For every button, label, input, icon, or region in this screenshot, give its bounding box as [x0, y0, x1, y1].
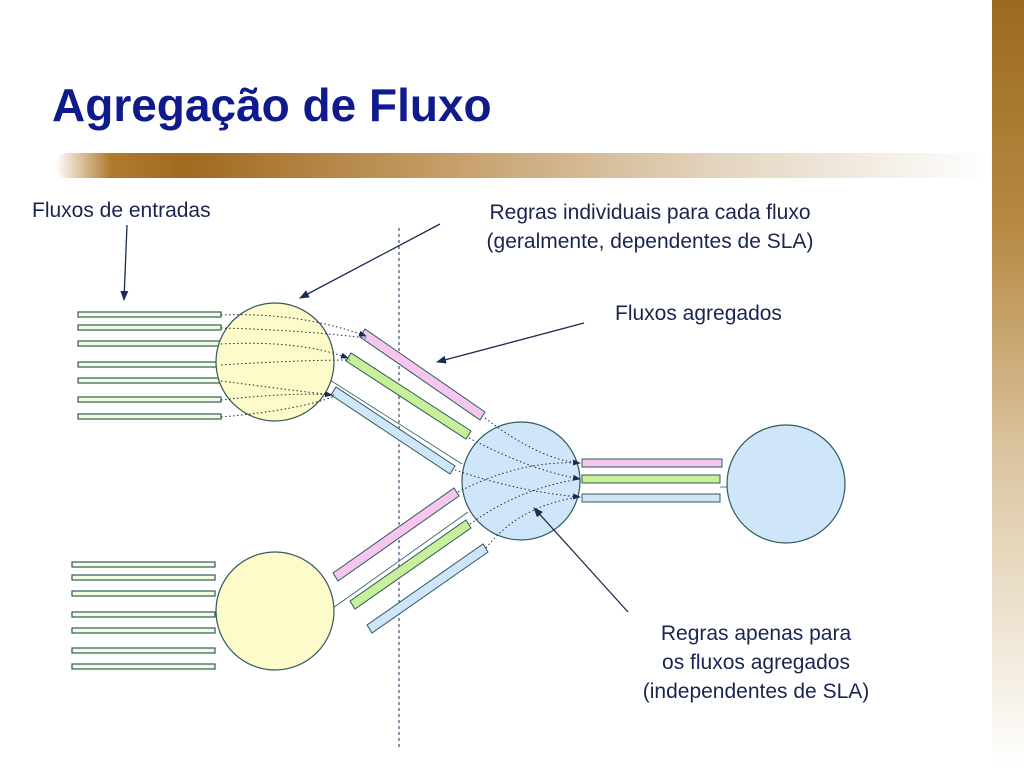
arrow-to-aggregate-rules — [533, 507, 629, 613]
aggregated-flows-bottom — [332, 487, 489, 634]
flow-connector — [332, 511, 469, 609]
flow-path — [485, 496, 581, 549]
arrow-to-individual-rules — [299, 223, 441, 299]
input-flow-bar — [71, 574, 216, 581]
input-flows-top — [77, 311, 222, 420]
individual-rules-line: (geralmente, dependentes de SLA) — [486, 230, 814, 253]
slide-title: Agregação de Fluxo — [52, 79, 492, 131]
input-flow-bar — [77, 361, 222, 368]
pink-flow-bar — [332, 487, 460, 582]
aggregate-rules-line: os fluxos agregados — [662, 651, 850, 674]
individual-rules-label: Regras individuais para cada fluxo (gera… — [440, 198, 860, 256]
input-flow-bar — [71, 647, 216, 654]
flow-connector — [329, 379, 463, 465]
pink-output-flow — [581, 458, 723, 468]
input-flow-bar — [77, 340, 222, 347]
aggregate-rules-line: Regras apenas para — [660, 622, 852, 645]
green-flow-bar — [349, 519, 472, 610]
blue-flow-bar — [330, 386, 456, 475]
aggregate-rules-label: Regras apenas para os fluxos agregados (… — [596, 619, 916, 706]
arrow-to-input-flows — [120, 224, 129, 301]
side-decoration-bar — [992, 0, 1024, 768]
aggregated-flows-label: Fluxos agregados — [615, 302, 782, 325]
input-flow-bar — [77, 324, 222, 331]
aggregated-output-flows — [581, 458, 730, 503]
core-router — [726, 424, 846, 544]
per-flow-rule-paths — [220, 314, 367, 418]
green-flow-bar — [345, 352, 472, 440]
input-flow-bar — [77, 377, 222, 384]
aggregate-rule-paths — [454, 417, 581, 549]
flow-path — [484, 417, 581, 466]
aggregation-router — [461, 421, 581, 541]
individual-rules-line: Regras individuais para cada fluxo — [489, 201, 811, 224]
flow-path — [220, 359, 351, 366]
input-flows-bottom — [71, 561, 216, 670]
aggregated-flows-top — [329, 328, 486, 475]
input-flow-bar — [71, 611, 216, 618]
flow-path — [220, 395, 336, 418]
title-underline — [55, 153, 990, 178]
input-flow-bar — [77, 311, 222, 318]
input-flow-bar — [71, 663, 216, 670]
input-flow-bar — [71, 627, 216, 634]
aggregate-rules-line: (independentes de SLA) — [642, 680, 870, 703]
input-flows-label: Fluxos de entradas — [32, 199, 211, 222]
arrow-to-aggregated-flows — [436, 322, 585, 364]
flow-path — [220, 342, 349, 359]
input-flow-bar — [71, 561, 216, 568]
blue-output-flow — [581, 493, 721, 503]
flow-path — [469, 478, 581, 525]
green-output-flow — [581, 474, 721, 484]
input-flow-bar — [77, 396, 222, 403]
input-flow-bar — [71, 590, 216, 597]
ingress-router-bottom — [215, 551, 335, 671]
flow-path — [457, 462, 581, 493]
blue-flow-bar — [366, 543, 489, 634]
ingress-router-top — [215, 302, 335, 422]
input-flow-bar — [77, 413, 222, 420]
